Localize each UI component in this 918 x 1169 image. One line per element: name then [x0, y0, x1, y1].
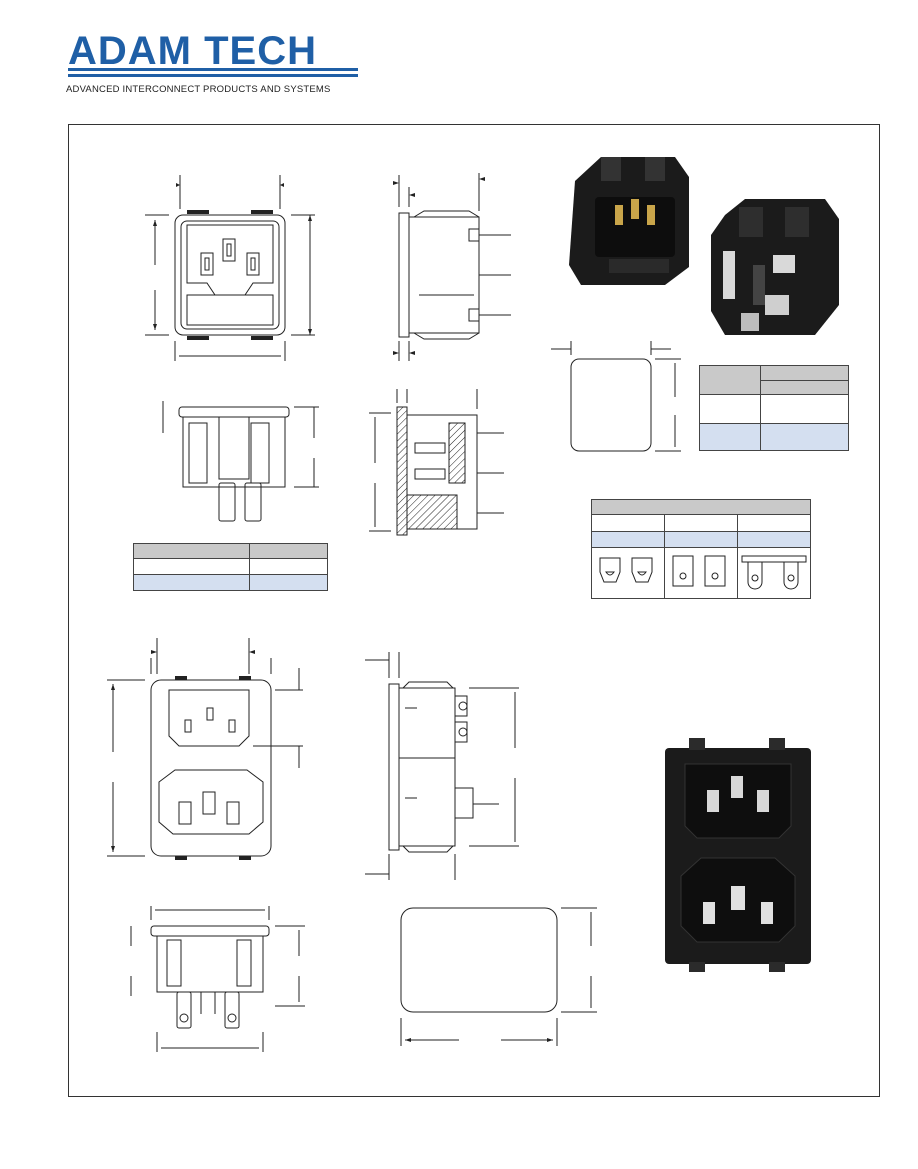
dual-inlet-front-view-drawing	[107, 638, 303, 860]
svg-text:ADAM TECH: ADAM TECH	[68, 30, 317, 73]
adam-tech-logo: ADAM TECH	[68, 30, 358, 77]
dual-inlet-panel-cutout-drawing	[400, 907, 597, 1046]
product-photo-front	[569, 157, 689, 285]
front-view-drawing	[145, 175, 315, 361]
bottom-view-drawing	[162, 401, 319, 522]
tagline: ADVANCED INTERCONNECT PRODUCTS AND SYSTE…	[66, 84, 331, 95]
product-photo-rear	[711, 199, 839, 335]
top-product-panel	[68, 124, 880, 622]
bottom-product-panel	[68, 620, 880, 1097]
bottom-spec-table	[133, 543, 328, 591]
side-view-drawing	[393, 173, 511, 361]
terminal-type-1-icon	[599, 557, 653, 583]
dual-inlet-photo	[665, 738, 811, 972]
cutout-spec-table	[699, 365, 849, 451]
cross-section-drawing	[369, 389, 504, 536]
terminal-type-3-icon	[741, 555, 807, 590]
dual-inlet-side-view-drawing	[365, 652, 519, 880]
dual-inlet-bottom-view-drawing	[130, 906, 305, 1052]
panel-cutout-drawing	[551, 341, 681, 452]
terminal-option-table	[591, 499, 811, 599]
terminal-type-2-icon	[672, 555, 726, 587]
